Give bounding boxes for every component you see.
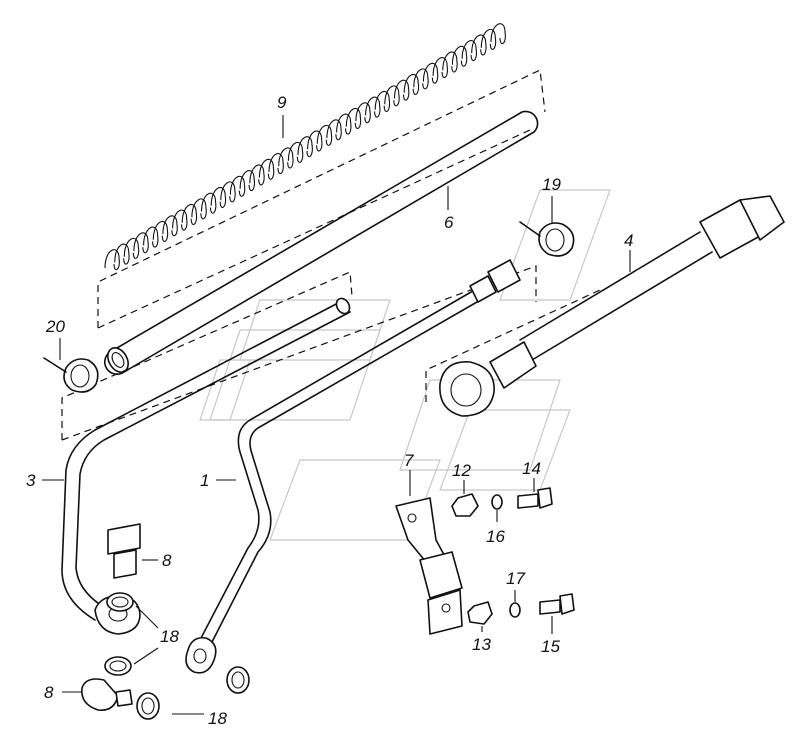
callout-1: 1 xyxy=(200,471,209,490)
pipe-part-1 xyxy=(185,259,521,674)
callout-14: 14 xyxy=(522,459,541,478)
hose-part-4 xyxy=(439,195,785,417)
callout-9: 9 xyxy=(277,93,287,112)
washers-part-18 xyxy=(104,592,250,720)
callout-18-lower: 18 xyxy=(208,709,227,728)
callout-13: 13 xyxy=(472,635,491,654)
banjo-bolt-part-8-lower xyxy=(62,678,133,712)
nut-part-12 xyxy=(451,480,479,517)
callout-17: 17 xyxy=(506,569,525,588)
callout-labels: 1 3 4 6 7 8 8 9 12 13 14 15 16 17 18 18 … xyxy=(26,93,633,728)
callout-16: 16 xyxy=(486,527,505,546)
bolt-part-15 xyxy=(539,593,575,634)
clamp-part-20 xyxy=(43,338,99,393)
callout-18-upper: 18 xyxy=(160,627,179,646)
callout-19: 19 xyxy=(542,175,561,194)
assembly-bracket-lower xyxy=(61,265,537,441)
spring-part-9 xyxy=(104,23,506,271)
clamp-part-19 xyxy=(519,196,575,257)
bracket-part-7 xyxy=(395,470,463,635)
washer-part-16 xyxy=(491,494,503,522)
nut-part-13 xyxy=(467,601,493,632)
assembly-bracket-upper xyxy=(97,69,546,329)
washer-part-17 xyxy=(509,590,521,618)
callout-12: 12 xyxy=(452,461,471,480)
callout-6: 6 xyxy=(444,213,454,232)
banjo-bolt-part-8-upper xyxy=(107,523,158,579)
bolt-part-14 xyxy=(517,478,553,509)
callout-4: 4 xyxy=(624,231,633,250)
callout-15: 15 xyxy=(541,637,560,656)
callout-8-lower: 8 xyxy=(44,683,54,702)
callout-7: 7 xyxy=(404,451,414,470)
assembly-bracket-hose xyxy=(425,289,601,402)
pipe-part-3 xyxy=(61,297,351,635)
callout-8-upper: 8 xyxy=(162,551,172,570)
callout-20: 20 xyxy=(45,317,65,336)
callout-3: 3 xyxy=(26,471,36,490)
sleeve-tube-part-6 xyxy=(104,110,539,375)
